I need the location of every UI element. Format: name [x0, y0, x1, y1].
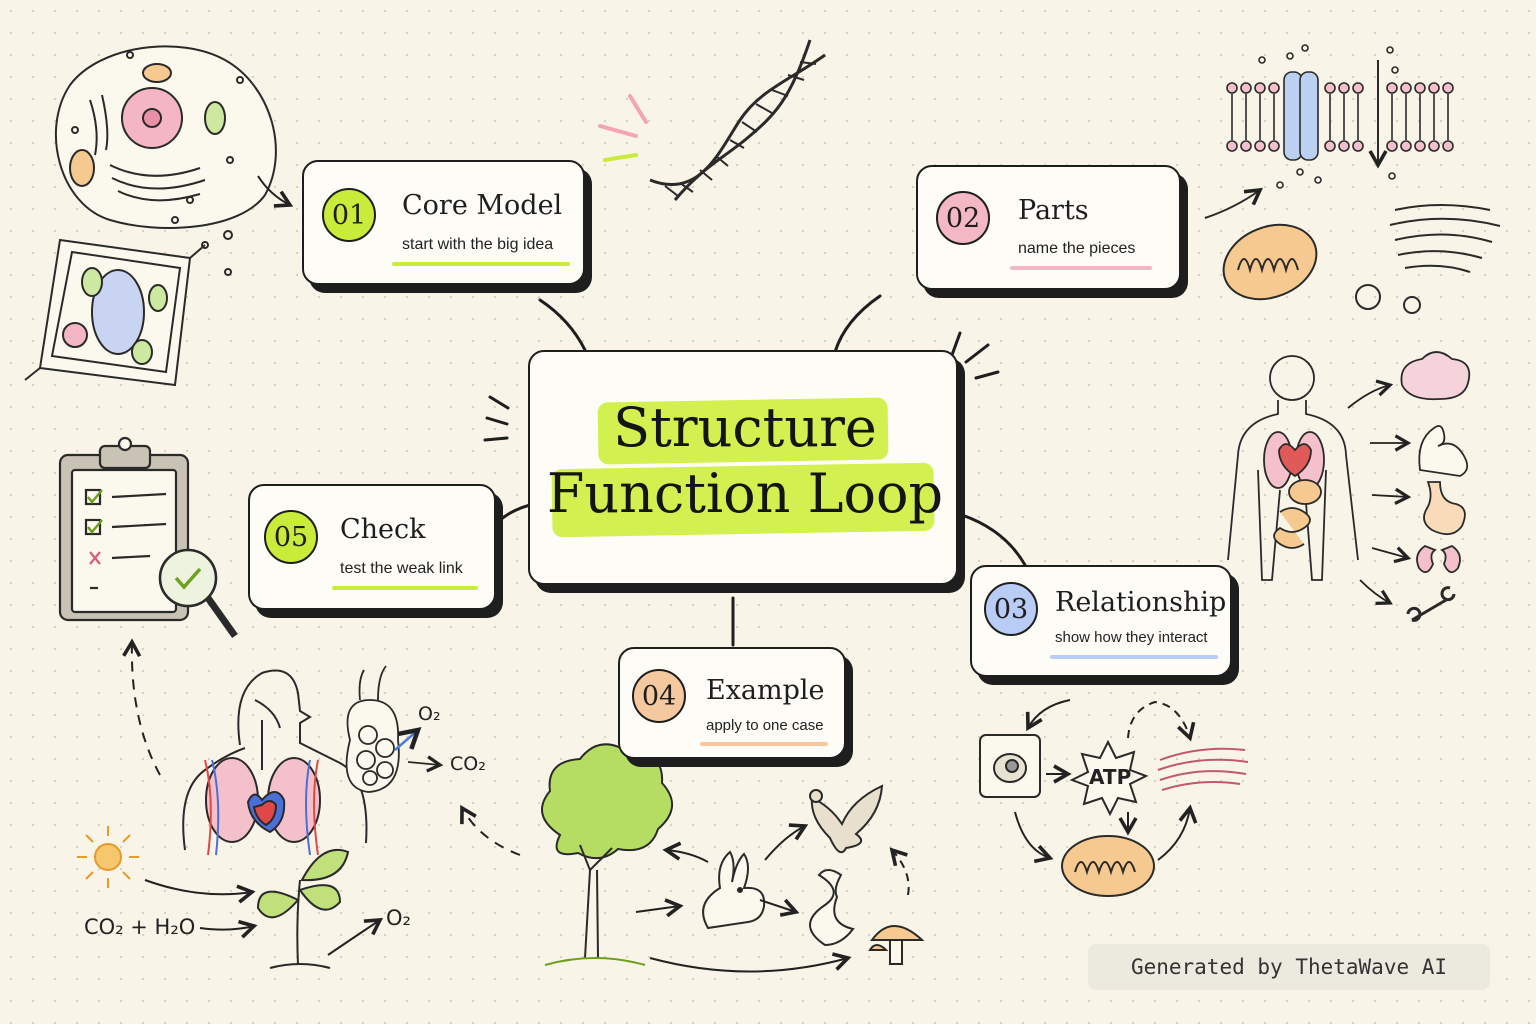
card-core-model[interactable]: 01 Core Model start with the big idea: [302, 160, 585, 285]
magnifier-icon: [158, 548, 238, 639]
snake-icon: [809, 869, 855, 947]
animal-cell-icon: [55, 45, 277, 229]
card-subtitle: start with the big idea: [402, 236, 554, 253]
step-number-badge: 02: [936, 191, 990, 245]
rabbit-icon: [702, 850, 766, 930]
food-web-arrows: [635, 823, 910, 973]
emphasis-marks: [483, 331, 1000, 442]
card-subtitle: apply to one case: [706, 717, 824, 734]
respiratory-system-icon: [182, 669, 368, 856]
card-underline: [700, 742, 828, 746]
plant-cell-icon: [24, 216, 233, 387]
sparkle-marks: [598, 94, 648, 162]
golgi-icon: [1355, 204, 1501, 314]
card-title: Example: [706, 675, 825, 706]
footer-credit: Generated by ThetaWave AI: [1088, 944, 1490, 990]
card-title: Check: [340, 514, 426, 545]
cell-membrane-icon: [1226, 44, 1454, 189]
card-parts[interactable]: 02 Parts name the pieces: [916, 165, 1181, 290]
step-number-badge: 03: [984, 582, 1038, 636]
mitochondrion-icon: [1061, 835, 1155, 897]
dna-icon: [649, 39, 826, 201]
eagle-icon: [809, 784, 884, 854]
card-relationship[interactable]: 03 Relationship show how they interact: [970, 565, 1232, 677]
dashed-arrow-check: [122, 638, 161, 776]
center-title-line1: Structure: [613, 396, 877, 459]
bone-icon: [1406, 586, 1456, 622]
card-underline: [332, 586, 478, 590]
center-title-line2: Function Loop: [546, 462, 944, 525]
center-title: Structure Function Loop: [530, 395, 960, 527]
step-number-badge: 01: [322, 188, 376, 242]
energy-cycle-arrows: [1014, 699, 1198, 864]
atp-burst-icon: [1069, 739, 1149, 817]
sun-icon: [77, 826, 139, 888]
muscle-fiber-icon: [1157, 747, 1249, 791]
card-title: Core Model: [402, 190, 563, 221]
card-underline: [1050, 655, 1218, 659]
card-title: Parts: [1018, 195, 1089, 226]
dashed-arrow-example: [460, 804, 521, 856]
card-underline: [392, 262, 570, 266]
card-check[interactable]: 05 Check test the weak link: [248, 484, 496, 610]
stomach-icon: [1423, 481, 1466, 536]
step-number-badge: 04: [632, 669, 686, 723]
tree-icon: [541, 743, 673, 966]
card-subtitle: test the weak link: [340, 560, 463, 577]
card-example[interactable]: 04 Example apply to one case: [618, 647, 846, 759]
label-o2-top: O₂: [418, 703, 441, 725]
kidney-icon: [1416, 544, 1461, 574]
clipboard-checklist-icon: [58, 436, 190, 622]
mitochondrion-icon: [1204, 187, 1318, 301]
label-atp: ATP: [1089, 765, 1131, 789]
card-subtitle: name the pieces: [1018, 240, 1136, 257]
organ-arrows: [1347, 379, 1412, 606]
card-underline: [1010, 266, 1152, 270]
label-co2: CO₂: [450, 753, 486, 775]
cell-icon: [979, 734, 1041, 798]
alveoli-icon: [345, 665, 444, 793]
mushroom-icon: [868, 925, 925, 965]
step-number-badge: 05: [264, 510, 318, 564]
seedling-icon: [256, 848, 350, 969]
label-co2-h2o: CO₂ + H₂O: [84, 915, 195, 939]
card-title: Relationship: [1055, 587, 1227, 618]
brain-icon: [1400, 351, 1471, 401]
human-body-icon: [1227, 355, 1359, 581]
connector-lines: [498, 294, 1027, 647]
muscle-icon: [1418, 425, 1469, 477]
label-o2-bottom: O₂: [386, 906, 411, 930]
card-subtitle: show how they interact: [1055, 629, 1208, 646]
